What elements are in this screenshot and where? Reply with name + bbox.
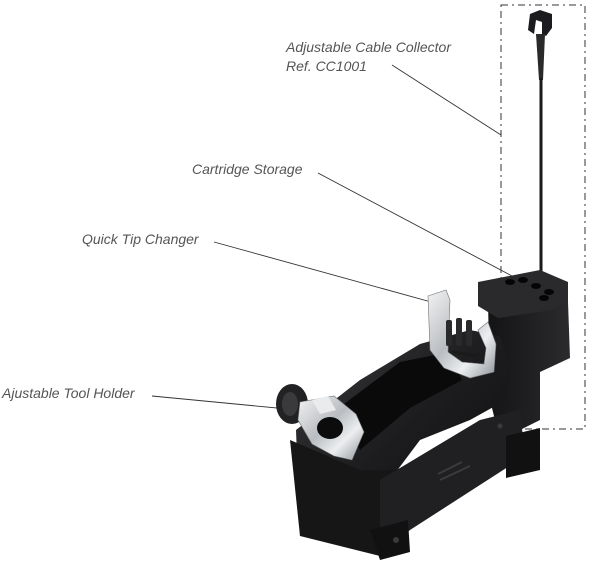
leader-line-cartridge-storage (317, 172, 513, 277)
leader-line-quick-tip-changer (213, 241, 443, 306)
label-cartridge-storage: Cartridge Storage (192, 161, 303, 177)
leader-line-tool-holder (151, 395, 299, 411)
quick-tip-changer (427, 289, 497, 379)
label-quick-tip-changer: Quick Tip Changer (82, 231, 199, 247)
label-cable-collector-name: Adjustable Cable Collector (286, 39, 451, 55)
label-cable-collector-ref: Ref. CC1001 (286, 58, 367, 74)
tool-holder (276, 384, 365, 461)
label-cable-collector: Adjustable Cable Collector Ref. CC1001 (286, 38, 451, 76)
cable-collector (528, 10, 552, 328)
label-tool-holder: Ajustable Tool Holder (2, 385, 135, 401)
leader-line-cable-collector (391, 64, 502, 136)
stand-body (290, 270, 570, 560)
cable-collector-outline (500, 4, 586, 430)
